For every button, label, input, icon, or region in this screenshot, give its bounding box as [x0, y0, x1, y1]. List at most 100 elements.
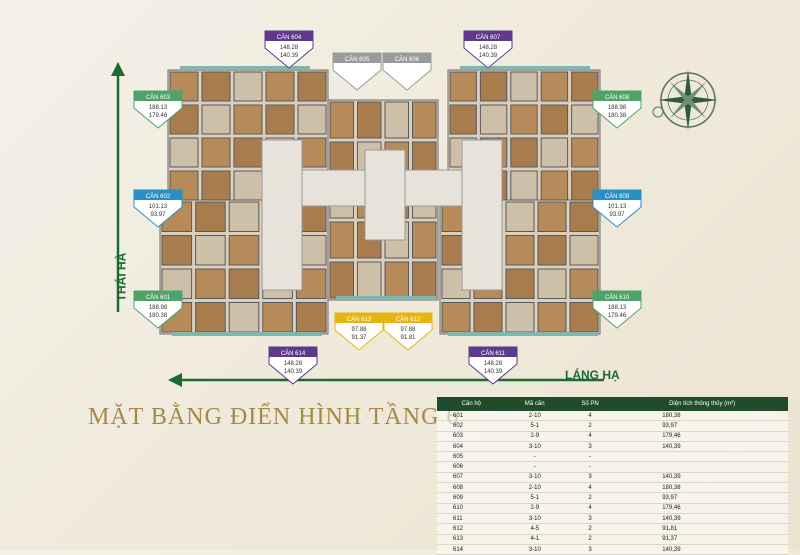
tag-header	[265, 31, 313, 41]
cell-bedrooms: -	[563, 461, 617, 473]
tag-header	[269, 347, 317, 357]
room	[228, 235, 260, 266]
tag-header	[384, 313, 432, 323]
tag-area-gross: 148.28	[280, 45, 299, 51]
corridor	[461, 139, 503, 291]
cell-area: 179,46	[616, 503, 788, 514]
table-row: 606--	[437, 461, 788, 473]
tag-unit-name: CĂN 601	[146, 294, 171, 301]
room	[169, 137, 199, 168]
cell-unit: 611	[437, 513, 506, 525]
room	[195, 201, 226, 232]
room	[161, 235, 193, 266]
room	[505, 302, 535, 333]
tag-area-net: 140.39	[479, 53, 498, 59]
tag-unit-name: CĂN 614	[281, 350, 306, 357]
cell-bedrooms: -	[563, 451, 617, 463]
building-floor-plan	[159, 66, 601, 336]
room	[228, 201, 260, 232]
unit-tag-605: CĂN 605	[332, 52, 382, 91]
cell-bedrooms: 2	[563, 523, 617, 535]
cell-area: 91,81	[616, 523, 788, 535]
cell-area: 179,46	[616, 431, 788, 442]
room	[228, 268, 260, 299]
tag-area-net: 91.81	[400, 335, 416, 341]
tag-header	[383, 53, 431, 63]
tag-header	[134, 291, 182, 301]
room	[195, 302, 226, 333]
cell-bedrooms: 4	[563, 431, 617, 442]
room	[510, 137, 538, 168]
room	[571, 137, 599, 168]
corridor	[364, 149, 406, 241]
room	[233, 71, 263, 102]
room	[329, 261, 354, 299]
room	[169, 170, 199, 201]
room	[449, 104, 477, 135]
room	[384, 261, 409, 299]
tag-header	[593, 291, 641, 301]
cell-code: 2-9	[505, 431, 564, 442]
room	[449, 71, 477, 102]
corridor	[261, 139, 303, 291]
tag-area-net: 180.38	[149, 313, 168, 319]
room	[537, 302, 567, 333]
room	[195, 268, 226, 299]
col-bedrooms: Số PN	[563, 397, 617, 411]
cell-bedrooms: 4	[563, 411, 617, 422]
tag-area-gross: 188.98	[608, 105, 627, 111]
tag-unit-name: CĂN 602	[146, 193, 171, 200]
room	[297, 104, 327, 135]
cell-code: 3-10	[505, 513, 564, 525]
cell-unit: 601	[437, 411, 506, 422]
cell-code: 3-10	[505, 441, 564, 453]
cell-area	[616, 461, 788, 473]
room	[569, 235, 599, 266]
tag-unit-name: CĂN 606	[395, 56, 420, 63]
cell-code: 3-10	[505, 472, 564, 484]
tag-header	[593, 190, 641, 200]
tag-header	[134, 91, 182, 101]
cell-unit: 607	[437, 472, 506, 484]
tag-area-gross: 148.28	[284, 361, 303, 367]
cell-area: 180,38	[616, 482, 788, 494]
unit-tag-606: CĂN 606	[382, 52, 432, 91]
room	[233, 170, 263, 201]
balcony	[180, 66, 310, 70]
col-area: Diện tích thông thủy (m²)	[616, 397, 788, 411]
room	[228, 302, 260, 333]
room	[510, 104, 538, 135]
cell-area	[616, 451, 788, 463]
tag-unit-name: CĂN 613	[347, 316, 372, 323]
tag-unit-name: CĂN 609	[605, 193, 630, 200]
cell-unit: 612	[437, 523, 506, 535]
tag-area-net: 140.39	[280, 53, 299, 59]
room	[297, 71, 327, 102]
room	[201, 170, 231, 201]
tag-header	[469, 347, 517, 357]
room	[201, 104, 231, 135]
room	[540, 104, 569, 135]
tag-area-gross: 101.13	[608, 204, 627, 210]
cell-code: 2-10	[505, 482, 564, 494]
tag-area-net: 91.37	[351, 335, 367, 341]
room	[505, 268, 535, 299]
balcony	[172, 332, 322, 336]
room	[297, 137, 327, 168]
tag-area-gross: 101.13	[149, 204, 168, 210]
